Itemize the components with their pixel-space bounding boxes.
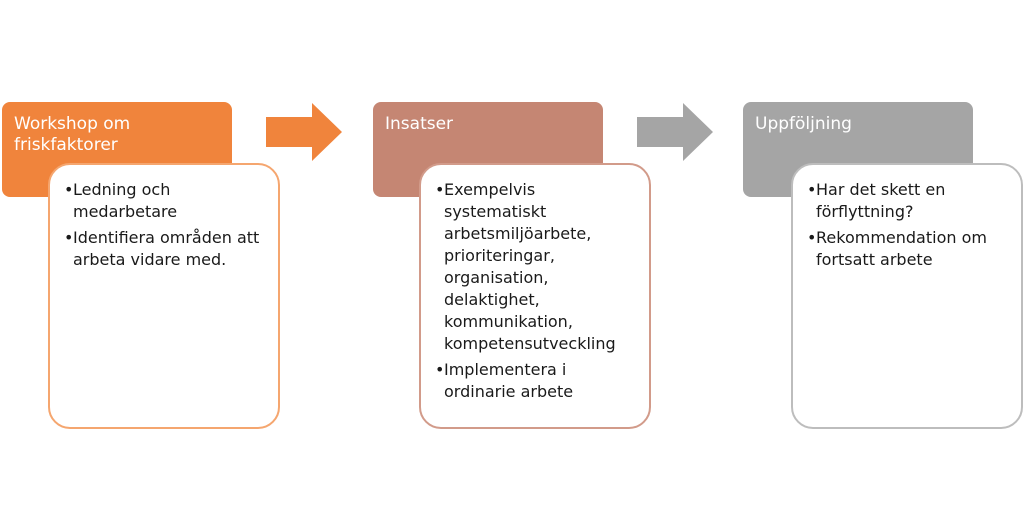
bullet-list: Har det skett en förflyttning? Rekommend… [807, 179, 1013, 271]
bullet-item: Har det skett en förflyttning? [807, 179, 1013, 223]
bullet-item: Exempelvis systematiskt arbetsmiljöarbet… [435, 179, 641, 355]
arrow-shape [637, 103, 713, 161]
right-arrow-icon [266, 103, 342, 161]
right-arrow-icon [637, 103, 713, 161]
stage-card: Har det skett en förflyttning? Rekommend… [791, 163, 1023, 429]
bullet-list: Ledning och medarbetare Identifiera områ… [64, 179, 270, 271]
stage-card: Exempelvis systematiskt arbetsmiljöarbet… [419, 163, 651, 429]
stage-title: Workshop om friskfaktorer [14, 114, 131, 155]
stage-title: Insatser [385, 114, 454, 134]
bullet-list: Exempelvis systematiskt arbetsmiljöarbet… [435, 179, 641, 403]
stage-title: Uppföljning [755, 114, 852, 134]
bullet-item: Implementera i ordinarie arbete [435, 359, 641, 403]
stage-card: Ledning och medarbetare Identifiera områ… [48, 163, 280, 429]
arrow-shape [266, 103, 342, 161]
bullet-item: Rekommendation om fortsatt arbete [807, 227, 1013, 271]
bullet-item: Identifiera områden att arbeta vidare me… [64, 227, 270, 271]
bullet-item: Ledning och medarbetare [64, 179, 270, 223]
